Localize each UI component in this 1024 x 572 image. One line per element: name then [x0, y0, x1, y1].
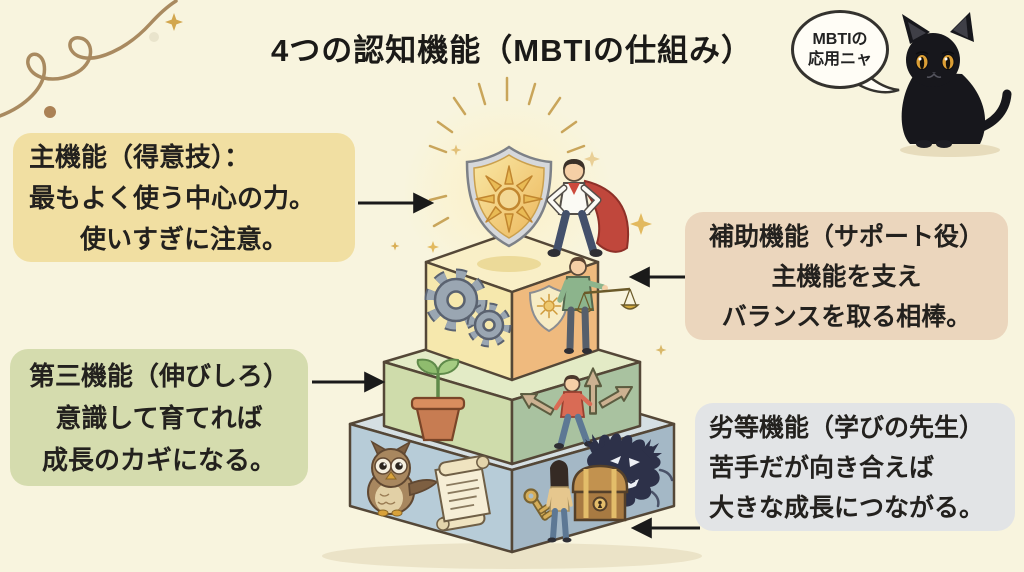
speech-bubble-line: MBTIの [812, 30, 868, 48]
callout-dominant-line: 最もよく使う中心の力。 [29, 183, 316, 213]
callout-tertiary-line: 意識して育てれば [55, 403, 263, 433]
decorative-swirl [0, 0, 178, 118]
scales-figure [557, 257, 640, 354]
shield-base-shadow [477, 256, 541, 272]
gears-icon [424, 268, 512, 348]
key-icon [523, 488, 555, 521]
owl-icon [367, 440, 439, 517]
callout-auxiliary-line: バランスを取る相棒。 [721, 303, 972, 331]
callout-inferior-line: 大きな成長につながる。 [709, 494, 985, 522]
callout-auxiliary: 補助機能（サポート役） 主機能を支え バランスを取る相棒。 [685, 212, 1008, 340]
callout-tertiary-line: 成長のカギになる。 [41, 445, 276, 475]
callout-tertiary-line: 第三機能（伸びしろ） [28, 361, 289, 391]
girl-figure [546, 460, 573, 543]
cat-mascot [900, 12, 1012, 157]
treasure-chest-icon [571, 464, 629, 522]
sprout-pot-icon [410, 358, 466, 442]
callout-auxiliary-line: 主機能を支え [771, 263, 922, 291]
callout-tertiary: 第三機能（伸びしろ） 意識して育てれば 成長のカギになる。 [10, 349, 308, 486]
hero-figure [546, 159, 630, 257]
callout-inferior: 劣等機能（学びの先生） 苦手だが向き合えば 大きな成長につながる。 [695, 403, 1015, 531]
callout-dominant-line: 主機能（得意技）： [29, 142, 251, 172]
callout-dominant: 主機能（得意技）： 最もよく使う中心の力。 使いすぎに注意。 [13, 133, 355, 262]
callout-auxiliary-line: 補助機能（サポート役） [708, 223, 984, 251]
callout-dominant-line: 使いすぎに注意。 [79, 224, 288, 254]
sun-rays-icon [428, 76, 586, 228]
speech-bubble: MBTIの 応用ニャ [791, 10, 889, 89]
callout-inferior-line: 苦手だが向き合えば [709, 454, 935, 482]
sun-shield-icon [465, 145, 553, 248]
pyramid-shadow [322, 543, 702, 569]
speech-bubble-line: 応用ニャ [807, 50, 872, 68]
page-title: 4つの認知機能（MBTIの仕組み） [271, 33, 753, 68]
scroll-icon [434, 455, 491, 532]
callout-inferior-line: 劣等機能（学びの先生） [709, 414, 985, 442]
